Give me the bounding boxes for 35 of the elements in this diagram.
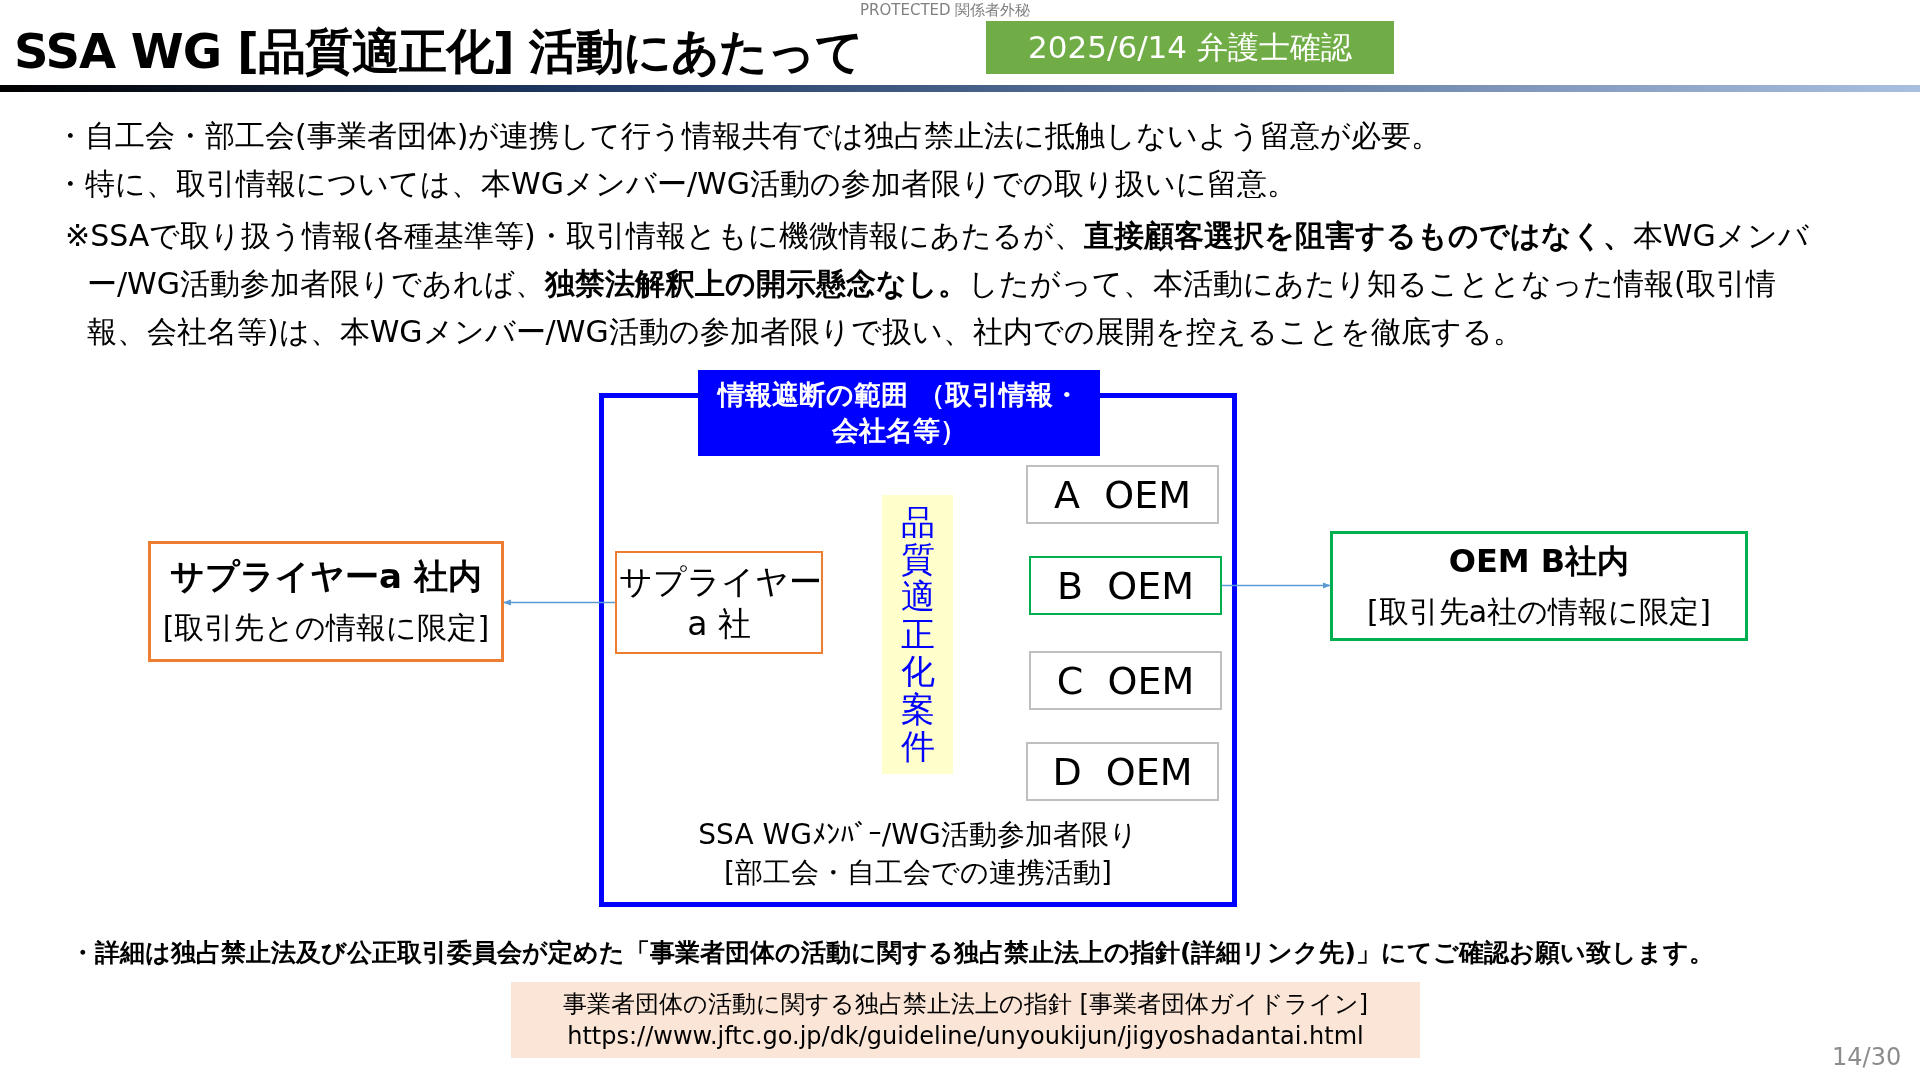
oem-box bbox=[1026, 465, 1219, 524]
bullet-text: ・特に、取引情報については、本WGメンバー/WG活動の参加者限りでの取り扱いに留意。 bbox=[55, 165, 1297, 203]
date-badge bbox=[986, 21, 1394, 74]
company-box bbox=[615, 551, 823, 654]
company-box bbox=[148, 541, 504, 662]
date-text: 2025/6/14 弁護士確認 bbox=[1028, 27, 1352, 67]
oem-label: B OEM bbox=[1057, 566, 1194, 605]
scope-caption: SSA WGﾒﾝﾊﾞｰ/WG活動参加者限り [部工会・自工会での連携活動] bbox=[697, 817, 1139, 891]
page-number: 14/30 bbox=[1832, 1043, 1902, 1071]
oem-label: C OEM bbox=[1056, 661, 1195, 700]
project-band bbox=[882, 495, 953, 774]
box-title: サプライヤーa 社内 bbox=[170, 555, 482, 598]
heading-band bbox=[698, 370, 1100, 456]
title: SSA WG [品質適正化] 活動にあたって bbox=[14, 22, 864, 80]
reference-box bbox=[511, 982, 1420, 1058]
oem-box bbox=[1029, 651, 1222, 710]
oem-box bbox=[1029, 556, 1222, 615]
bullet-text: ・詳細は独占禁止法及び公正取引委員会が定めた「事業者団体の活動に関する独占禁止法上の指針(詳細リンク先)」にてご確認お願い致します。 bbox=[70, 937, 1714, 969]
classification-label: PROTECTED 関係者外秘 bbox=[860, 1, 1031, 19]
arrow bbox=[1221, 582, 1331, 589]
oem-label: D OEM bbox=[1052, 752, 1193, 791]
vertical-label: 品質適正化案件 bbox=[899, 503, 936, 766]
arrow bbox=[503, 599, 616, 606]
box-title: OEM B社内 bbox=[1448, 540, 1630, 582]
oem-box bbox=[1026, 742, 1219, 801]
box-subtitle: [取引先との情報に限定] bbox=[162, 609, 490, 647]
note-paragraph: ※SSAで取り扱う情報(各種基準等)・取引情報ともに機微情報にあたるが、直接顧客選択を阻害するものではなく、本WGメンバー/WG活動参加者限りであれば、独禁法解釈上の開示懸念なし。したがって、本活動にあたり知ることとなった情報(取引情報、会社名等)は、本WGメンバー/WG活動の参加者限りで扱い、社内での展開を控えることを徹底する。 bbox=[65, 217, 1810, 351]
company-box bbox=[1330, 531, 1748, 641]
reference-title: 事業者団体の活動に関する独占禁止法上の指針 [事業者団体ガイドライン] bbox=[562, 989, 1369, 1020]
heading-text: 情報遮断の範囲 （取引情報・会社名等） bbox=[716, 378, 1081, 448]
oem-label: A OEM bbox=[1054, 475, 1191, 514]
bullet-text: ・自工会・部工会(事業者団体)が連携して行う情報共有では独占禁止法に抵触しないよう留意が必要。 bbox=[55, 117, 1442, 155]
box-subtitle: [取引先a社の情報に限定] bbox=[1367, 592, 1711, 631]
company-label: サプライヤー a 社 bbox=[619, 560, 819, 645]
reference-url: https://www.jftc.go.jp/dk/guideline/unyoukijun/jigyoshadantai.html bbox=[567, 1021, 1364, 1052]
